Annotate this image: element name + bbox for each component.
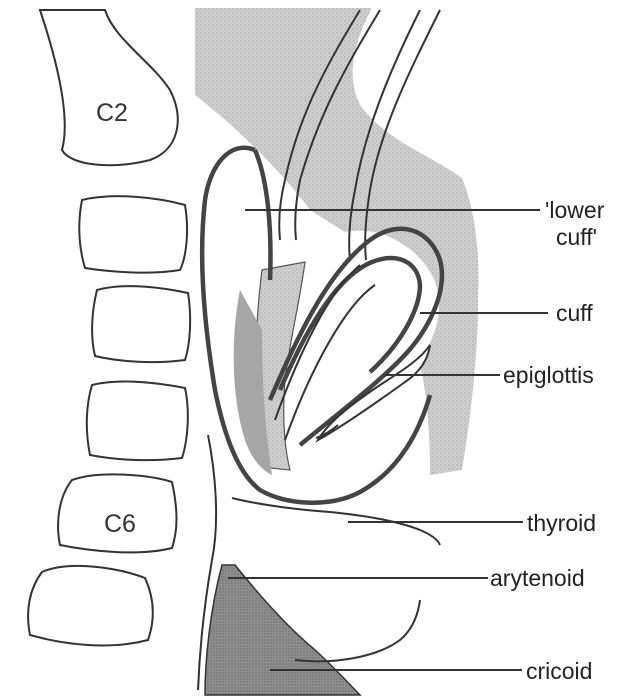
vertebra-label-c6: C6 [104, 510, 136, 538]
epiglottis [318, 345, 430, 440]
vertebra-c5 [87, 382, 188, 461]
label-cuff: cuff [556, 300, 593, 326]
label-arytenoid: arytenoid [490, 565, 585, 591]
vertebra-c2 [40, 10, 178, 165]
label-lower-cuff-2: cuff' [556, 224, 597, 250]
label-epiglottis: epiglottis [503, 362, 594, 388]
vertebra-label-c2: C2 [96, 99, 128, 127]
vertebra-c7 [28, 566, 153, 645]
label-thyroid: thyroid [527, 510, 596, 536]
vertebra-c4 [92, 286, 190, 362]
label-lower-cuff-1: 'lower [545, 197, 605, 223]
lower-cuff-inner [255, 150, 270, 280]
arytenoid-cartilage [205, 565, 360, 695]
cervical-spine: C2 C6 [28, 10, 190, 645]
label-cricoid: cricoid [526, 658, 592, 684]
vertebra-c3 [79, 196, 187, 272]
